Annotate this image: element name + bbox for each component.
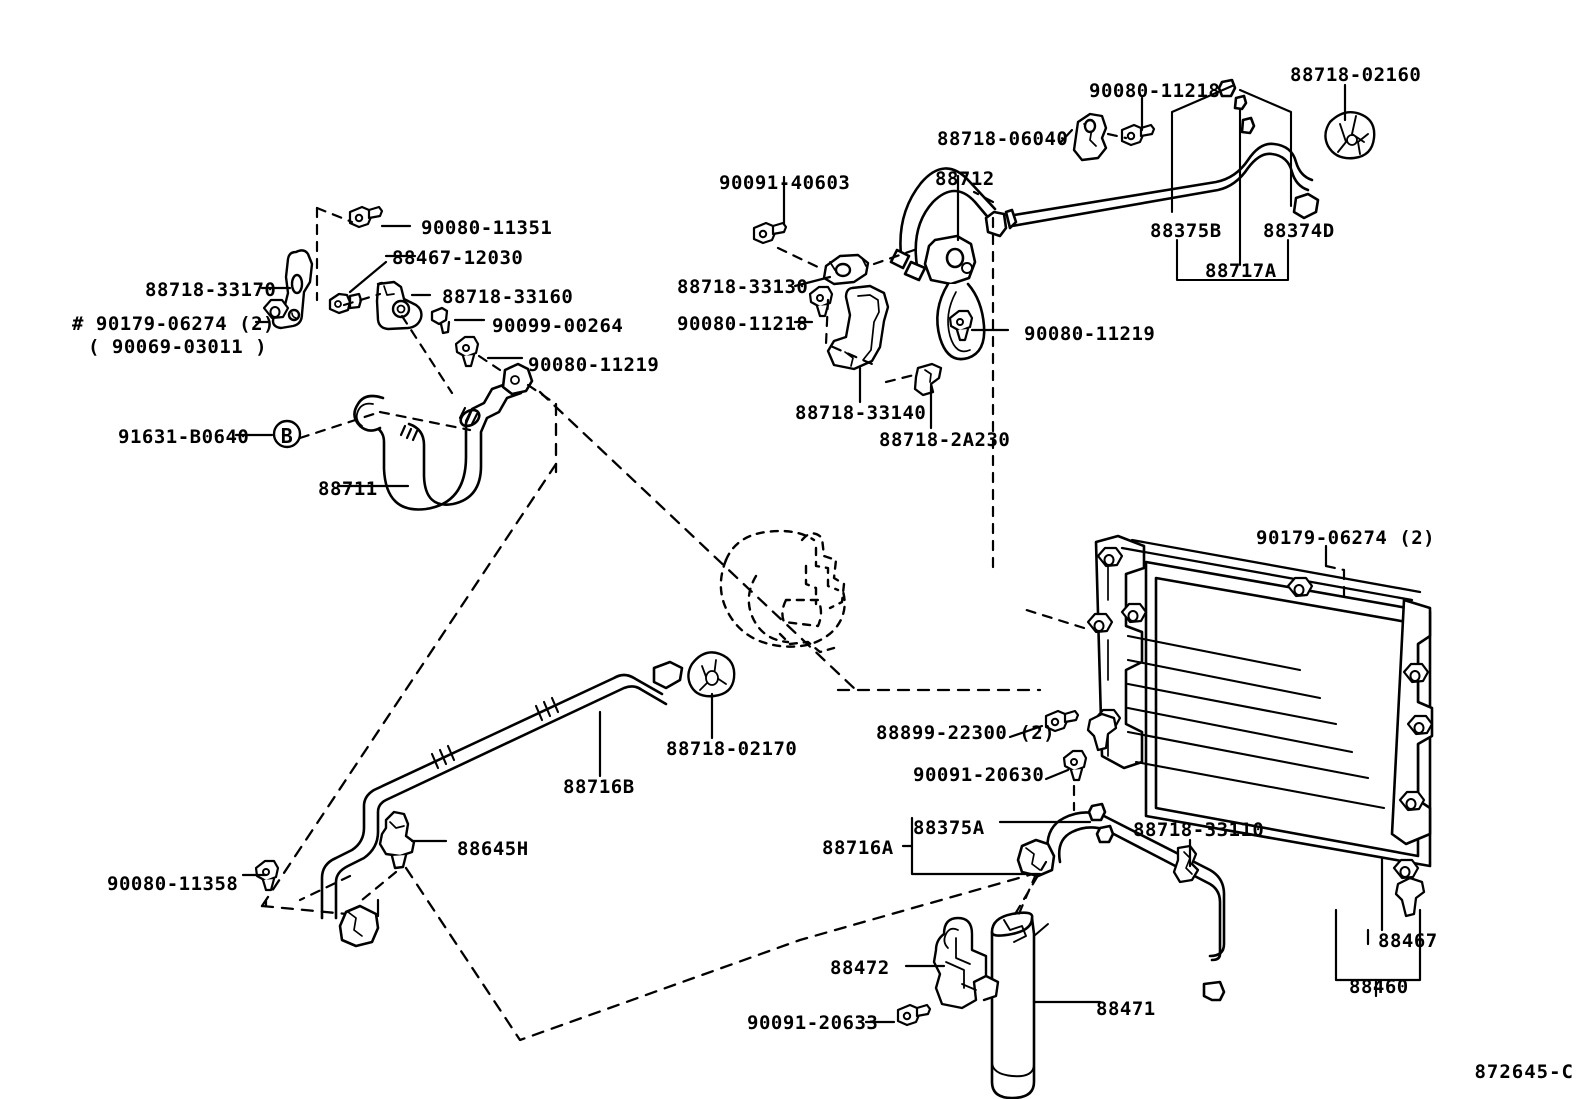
bolt-90091-40603 [752, 221, 788, 245]
clamp-88718-33110 [1172, 844, 1200, 884]
bolt-90080-11219-left [454, 335, 480, 368]
clamp-88718-06040 [1072, 112, 1108, 162]
callout-88467-12030: 88467-12030 [392, 247, 524, 269]
callout-88718-2A230: 88718-2A230 [879, 429, 1011, 451]
callout-88374D: 88374D [1263, 220, 1335, 242]
clamp-88718-02160 [1324, 111, 1376, 160]
clamp-88718-33130 [822, 253, 870, 286]
pipe-88716B [320, 660, 684, 948]
callout-88460: 88460 [1349, 976, 1409, 998]
callout-90179-06274-condenser: 90179-06274 (2) [1256, 527, 1436, 549]
callout-88718-33110: 88718-33110 [1133, 819, 1265, 841]
callout-90080-11219-left: 90080-11219 [528, 354, 660, 376]
callout-90069-03011: ( 90069-03011 ) [88, 336, 268, 358]
callout-90091-20633: 90091-20633 [747, 1012, 879, 1034]
callout-88718-33130: 88718-33130 [677, 276, 809, 298]
callout-90179-06274: # 90179-06274 (2) [72, 313, 275, 335]
bracket-88718-33170 [271, 249, 314, 330]
callout-88467: 88467 [1378, 930, 1438, 952]
callout-90080-11358: 90080-11358 [107, 873, 239, 895]
bolt-90080-11351 [348, 205, 384, 229]
hose-88712 [889, 167, 999, 361]
connector-88718-33160 [375, 280, 423, 331]
callout-90080-11218-mid: 90080-11218 [677, 313, 809, 335]
callout-90099-00264: 90099-00264 [492, 315, 624, 337]
callout-88472: 88472 [830, 957, 890, 979]
callout-90080-11351: 90080-11351 [421, 217, 553, 239]
callout-90091-40603: 90091-40603 [719, 172, 851, 194]
callout-88711: 88711 [318, 478, 378, 500]
callout-88718-33160: 88718-33160 [442, 286, 574, 308]
bolt-90091-20630 [1062, 749, 1088, 782]
tube-88716A [1016, 802, 1226, 1002]
callout-88716B: 88716B [563, 776, 635, 798]
oring-88467-12030 [328, 292, 363, 315]
hose-88711 [353, 362, 534, 511]
callout-88899-22300: 88899-22300 (2) [876, 722, 1056, 744]
callout-90080-11219-mid: 90080-11219 [1024, 323, 1156, 345]
sheet-code: 872645-C [1474, 1061, 1574, 1083]
pipe-88717A [984, 78, 1320, 238]
callout-88375B: 88375B [1150, 220, 1222, 242]
pressure-switch-88645H [378, 810, 416, 870]
bolt-90091-20633 [896, 1003, 932, 1027]
bracket-88718-33140 [826, 284, 890, 371]
callout-91631-B0640: 91631-B0640 [118, 426, 250, 448]
callout-88471: 88471 [1096, 998, 1156, 1020]
callout-88718-02160: 88718-02160 [1290, 64, 1422, 86]
condenser-88460 [1094, 534, 1434, 868]
callout-90091-20630: 90091-20630 [913, 764, 1045, 786]
callout-90080-11218-top: 90080-11218 [1089, 80, 1221, 102]
callout-88718-06040: 88718-06040 [937, 128, 1069, 150]
callout-88718-33170: 88718-33170 [145, 279, 277, 301]
callout-88716A: 88716A [822, 837, 894, 859]
reference-marker-b: B [280, 424, 294, 448]
holder-88472 [932, 916, 1000, 1010]
callout-88718-02170: 88718-02170 [666, 738, 798, 760]
callout-88718-33140: 88718-33140 [795, 402, 927, 424]
bolt-90080-11218-top [1120, 123, 1156, 147]
callout-88375A: 88375A [913, 817, 985, 839]
callout-88717A: 88717A [1205, 260, 1277, 282]
clip-88718-2A230 [913, 362, 943, 397]
receiver-drier-88471 [990, 911, 1049, 1099]
reference-circle-b [272, 419, 302, 449]
screw-90099-00264 [430, 306, 451, 335]
condenser-mounts [1086, 546, 1434, 918]
compressor-phantom [719, 529, 846, 654]
clamp-88718-02170 [687, 651, 736, 698]
callout-88645H: 88645H [457, 838, 529, 860]
callout-88712: 88712 [935, 168, 995, 190]
